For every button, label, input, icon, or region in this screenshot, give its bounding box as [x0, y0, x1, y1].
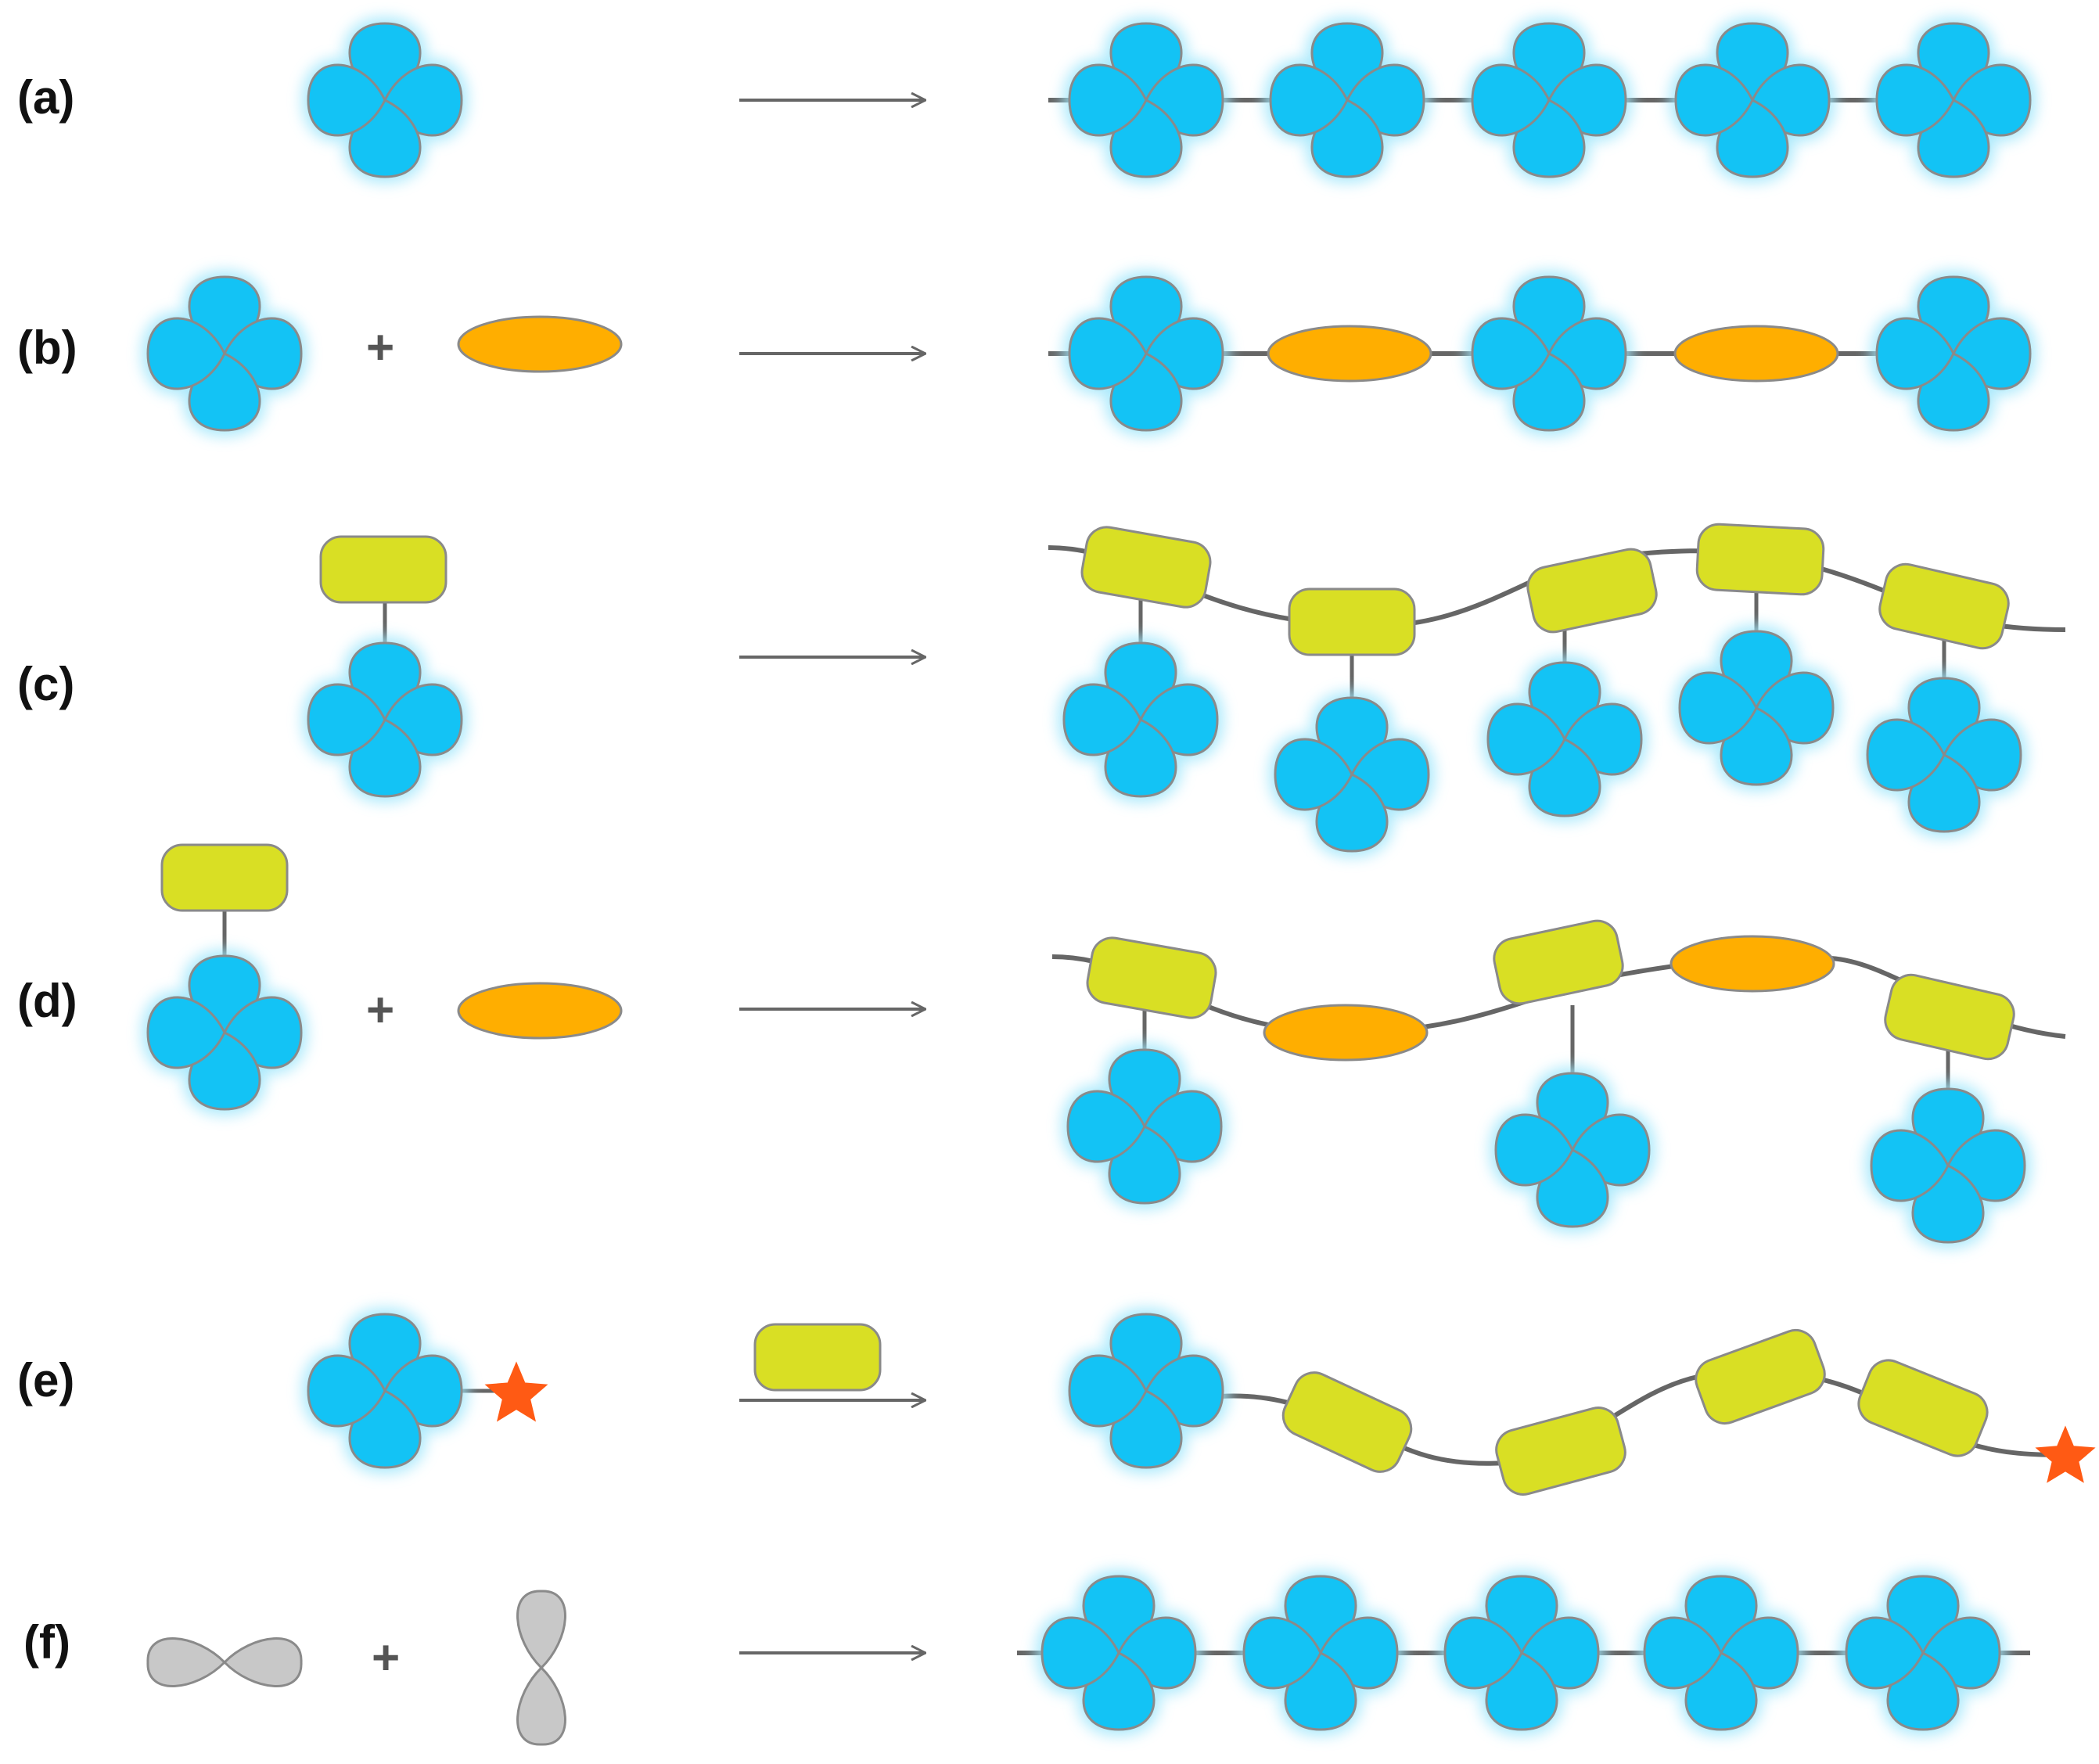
- polymer-e-star-icon: [2035, 1425, 2096, 1483]
- comonomer-d-ellipse-icon: [457, 982, 623, 1040]
- polymer-c-clover-icon-5: [1860, 671, 2028, 839]
- monomer-c-rectangle-icon: [319, 535, 447, 604]
- monomer-c-clover-icon: [301, 636, 469, 803]
- polymer-f-clover-icon-3: [1438, 1569, 1605, 1737]
- polymer-d-clover-icon-2: [1489, 1066, 1656, 1234]
- polymer-a-clover-icon-4: [1669, 16, 1836, 184]
- initiator-e-rectangle-icon: [753, 1323, 882, 1392]
- polymer-b-clover-icon-2: [1465, 270, 1633, 437]
- polymer-a-clover-icon-3: [1465, 16, 1633, 184]
- monomer-d-rectangle-icon: [160, 843, 289, 912]
- monomer-a-clover-icon: [301, 16, 469, 184]
- polymer-c-clover-icon-4: [1673, 624, 1840, 792]
- row-label-f: (f): [23, 1616, 70, 1669]
- polymer-c-rectangle-icon-4: [1695, 523, 1825, 596]
- polymer-d-rectangle-icon-2: [1493, 919, 1624, 1005]
- monomer-e-star-icon: [484, 1361, 548, 1422]
- polymer-f-clover-icon-4: [1637, 1569, 1805, 1737]
- polymer-d-ellipse-icon-2: [1669, 935, 1835, 993]
- polymer-b-ellipse-icon-1: [1267, 325, 1432, 383]
- polymer-b-clover-icon-3: [1870, 270, 2037, 437]
- plus-sign-f: +: [372, 1631, 400, 1685]
- polymer-f-clover-icon-1: [1035, 1569, 1202, 1737]
- plus-sign-d: +: [366, 983, 394, 1037]
- monomer-b-clover-icon: [141, 270, 308, 437]
- polymer-e-clover-icon: [1062, 1307, 1230, 1475]
- polymer-d-clover-icon-1: [1061, 1043, 1228, 1210]
- polymer-f-clover-icon-5: [1839, 1569, 2007, 1737]
- comonomer-b-ellipse-icon: [457, 315, 623, 373]
- row-label-b: (b): [17, 322, 77, 374]
- polymer-e-rectangle-icon-4: [1857, 1359, 1989, 1457]
- polymer-e-rectangle-icon-3: [1695, 1328, 1826, 1425]
- row-label-c: (c): [17, 658, 74, 710]
- plus-sign-b: +: [366, 321, 394, 375]
- polymer-f-clover-icon-2: [1237, 1569, 1404, 1737]
- polymer-c-rectangle-icon-3: [1526, 548, 1658, 634]
- polymer-a-clover-icon-1: [1062, 16, 1230, 184]
- polymer-c-clover-icon-3: [1481, 656, 1648, 823]
- polymer-e-rectangle-icon-2: [1495, 1407, 1626, 1496]
- polymer-c-rectangle-icon-1: [1080, 526, 1212, 609]
- row-label-e: (e): [17, 1354, 74, 1407]
- polymer-c-clover-icon-1: [1057, 636, 1224, 803]
- polymer-e-rectangle-icon-1: [1281, 1371, 1413, 1473]
- orbital-f-vertical-dumbbell-icon: [516, 1590, 566, 1746]
- polymer-a-clover-icon-2: [1263, 16, 1431, 184]
- monomer-d-clover-icon: [141, 949, 308, 1116]
- polymer-d-clover-icon-3: [1864, 1082, 2032, 1249]
- polymer-b-clover-icon-1: [1062, 270, 1230, 437]
- monomer-e-clover-icon: [301, 1307, 469, 1475]
- polymer-d-rectangle-icon-3: [1884, 973, 2015, 1061]
- orbital-f-horizontal-dumbbell-icon: [146, 1637, 303, 1687]
- row-label-d: (d): [17, 975, 77, 1027]
- polymer-d-rectangle-icon-1: [1086, 936, 1217, 1019]
- polymer-a-clover-icon-5: [1870, 16, 2037, 184]
- polymer-b-ellipse-icon-2: [1673, 325, 1839, 383]
- row-label-a: (a): [17, 71, 74, 124]
- polymer-d-ellipse-icon-1: [1263, 1004, 1429, 1062]
- polymer-c-clover-icon-2: [1268, 691, 1436, 858]
- polymer-c-rectangle-icon-5: [1878, 562, 2010, 650]
- polymer-c-rectangle-icon-2: [1288, 587, 1416, 656]
